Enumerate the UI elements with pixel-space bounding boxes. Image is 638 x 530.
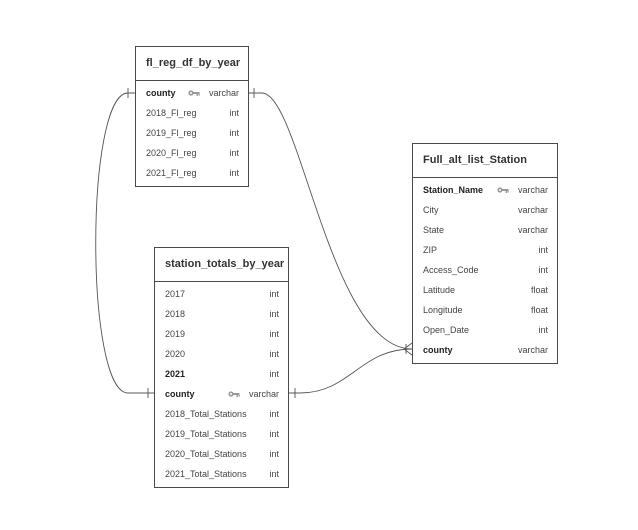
column-name: 2018_Fl_reg <box>146 108 197 118</box>
relation-fl-county-to-full-alt-county <box>248 92 413 350</box>
column-name: 2021_Total_Stations <box>165 469 247 479</box>
column-type: varchar <box>517 345 548 355</box>
column-row[interactable]: county varchar <box>155 384 288 404</box>
column-type: int <box>269 369 279 379</box>
primary-key-icon <box>497 187 509 193</box>
column-name: 2021_Fl_reg <box>146 168 197 178</box>
column-row[interactable]: 2019_Total_Stations int <box>155 424 288 444</box>
column-row[interactable]: 2020 int <box>155 344 288 364</box>
column-row[interactable]: Access_Code int <box>413 260 557 280</box>
column-type: int <box>269 409 279 419</box>
column-row[interactable]: Longitude float <box>413 300 557 320</box>
relation-fl-county-to-station-totals-county <box>95 92 155 394</box>
column-row[interactable]: 2018 int <box>155 304 288 324</box>
column-type: varchar <box>248 389 279 399</box>
column-row[interactable]: 2018_Fl_reg int <box>136 103 248 123</box>
column-row[interactable]: 2019_Fl_reg int <box>136 123 248 143</box>
column-row[interactable]: county varchar <box>136 83 248 103</box>
column-type: int <box>269 329 279 339</box>
column-name: 2019_Fl_reg <box>146 128 197 138</box>
relation-station-totals-county-to-full-alt-county <box>289 348 413 394</box>
column-type: varchar <box>517 185 548 195</box>
column-row[interactable]: 2021 int <box>155 364 288 384</box>
column-type: varchar <box>517 205 548 215</box>
column-name: 2020 <box>165 349 186 359</box>
column-name: 2019 <box>165 329 186 339</box>
column-row[interactable]: 2018_Total_Stations int <box>155 404 288 424</box>
column-row[interactable]: 2017 int <box>155 284 288 304</box>
column-type: varchar <box>517 225 548 235</box>
column-name: 2020_Fl_reg <box>146 148 197 158</box>
column-row[interactable]: Station_Name varchar <box>413 180 557 200</box>
column-name: ZIP <box>423 245 438 255</box>
column-row[interactable]: Latitude float <box>413 280 557 300</box>
column-name: Access_Code <box>423 265 479 275</box>
column-name: county <box>165 389 195 399</box>
column-type: float <box>530 285 548 295</box>
column-name: 2018 <box>165 309 186 319</box>
column-row[interactable]: county varchar <box>413 340 557 360</box>
column-row[interactable]: 2020_Total_Stations int <box>155 444 288 464</box>
column-row[interactable]: 2021_Fl_reg int <box>136 163 248 183</box>
column-row[interactable]: 2021_Total_Stations int <box>155 464 288 484</box>
column-name: county <box>146 88 176 98</box>
column-list: 2017 int 2018 int 2019 int 2020 int 2021 int count… <box>155 282 288 484</box>
table-title: station_totals_by_year <box>155 248 288 282</box>
column-type: int <box>538 245 548 255</box>
column-name: Open_Date <box>423 325 470 335</box>
column-type: int <box>229 128 239 138</box>
table-title: Full_alt_list_Station <box>413 144 557 178</box>
column-name: State <box>423 225 445 235</box>
column-type: int <box>269 429 279 439</box>
column-type: int <box>229 168 239 178</box>
column-type: int <box>538 265 548 275</box>
primary-key-icon <box>188 90 200 96</box>
column-type: int <box>269 349 279 359</box>
column-name: City <box>423 205 439 215</box>
table-fl-reg-df-by-year[interactable]: fl_reg_df_by_year county varchar 2018_Fl_r… <box>135 46 249 187</box>
column-type: int <box>229 148 239 158</box>
column-name: Longitude <box>423 305 463 315</box>
table-title: fl_reg_df_by_year <box>136 47 248 81</box>
column-type: int <box>269 289 279 299</box>
column-row[interactable]: 2019 int <box>155 324 288 344</box>
primary-key-icon <box>228 391 240 397</box>
column-name: Station_Name <box>423 185 484 195</box>
column-name: 2017 <box>165 289 186 299</box>
column-type: int <box>538 325 548 335</box>
column-row[interactable]: Open_Date int <box>413 320 557 340</box>
column-type: float <box>530 305 548 315</box>
column-name: 2020_Total_Stations <box>165 449 247 459</box>
many-marker <box>403 342 413 356</box>
column-row[interactable]: City varchar <box>413 200 557 220</box>
column-row[interactable]: State varchar <box>413 220 557 240</box>
column-name: 2019_Total_Stations <box>165 429 247 439</box>
column-name: Latitude <box>423 285 456 295</box>
column-type: int <box>229 108 239 118</box>
column-type: int <box>269 309 279 319</box>
column-type: int <box>269 469 279 479</box>
column-row[interactable]: ZIP int <box>413 240 557 260</box>
column-name: 2021 <box>165 369 186 379</box>
column-row[interactable]: 2020_Fl_reg int <box>136 143 248 163</box>
column-type: varchar <box>208 88 239 98</box>
column-type: int <box>269 449 279 459</box>
column-name: county <box>423 345 453 355</box>
column-name: 2018_Total_Stations <box>165 409 247 419</box>
